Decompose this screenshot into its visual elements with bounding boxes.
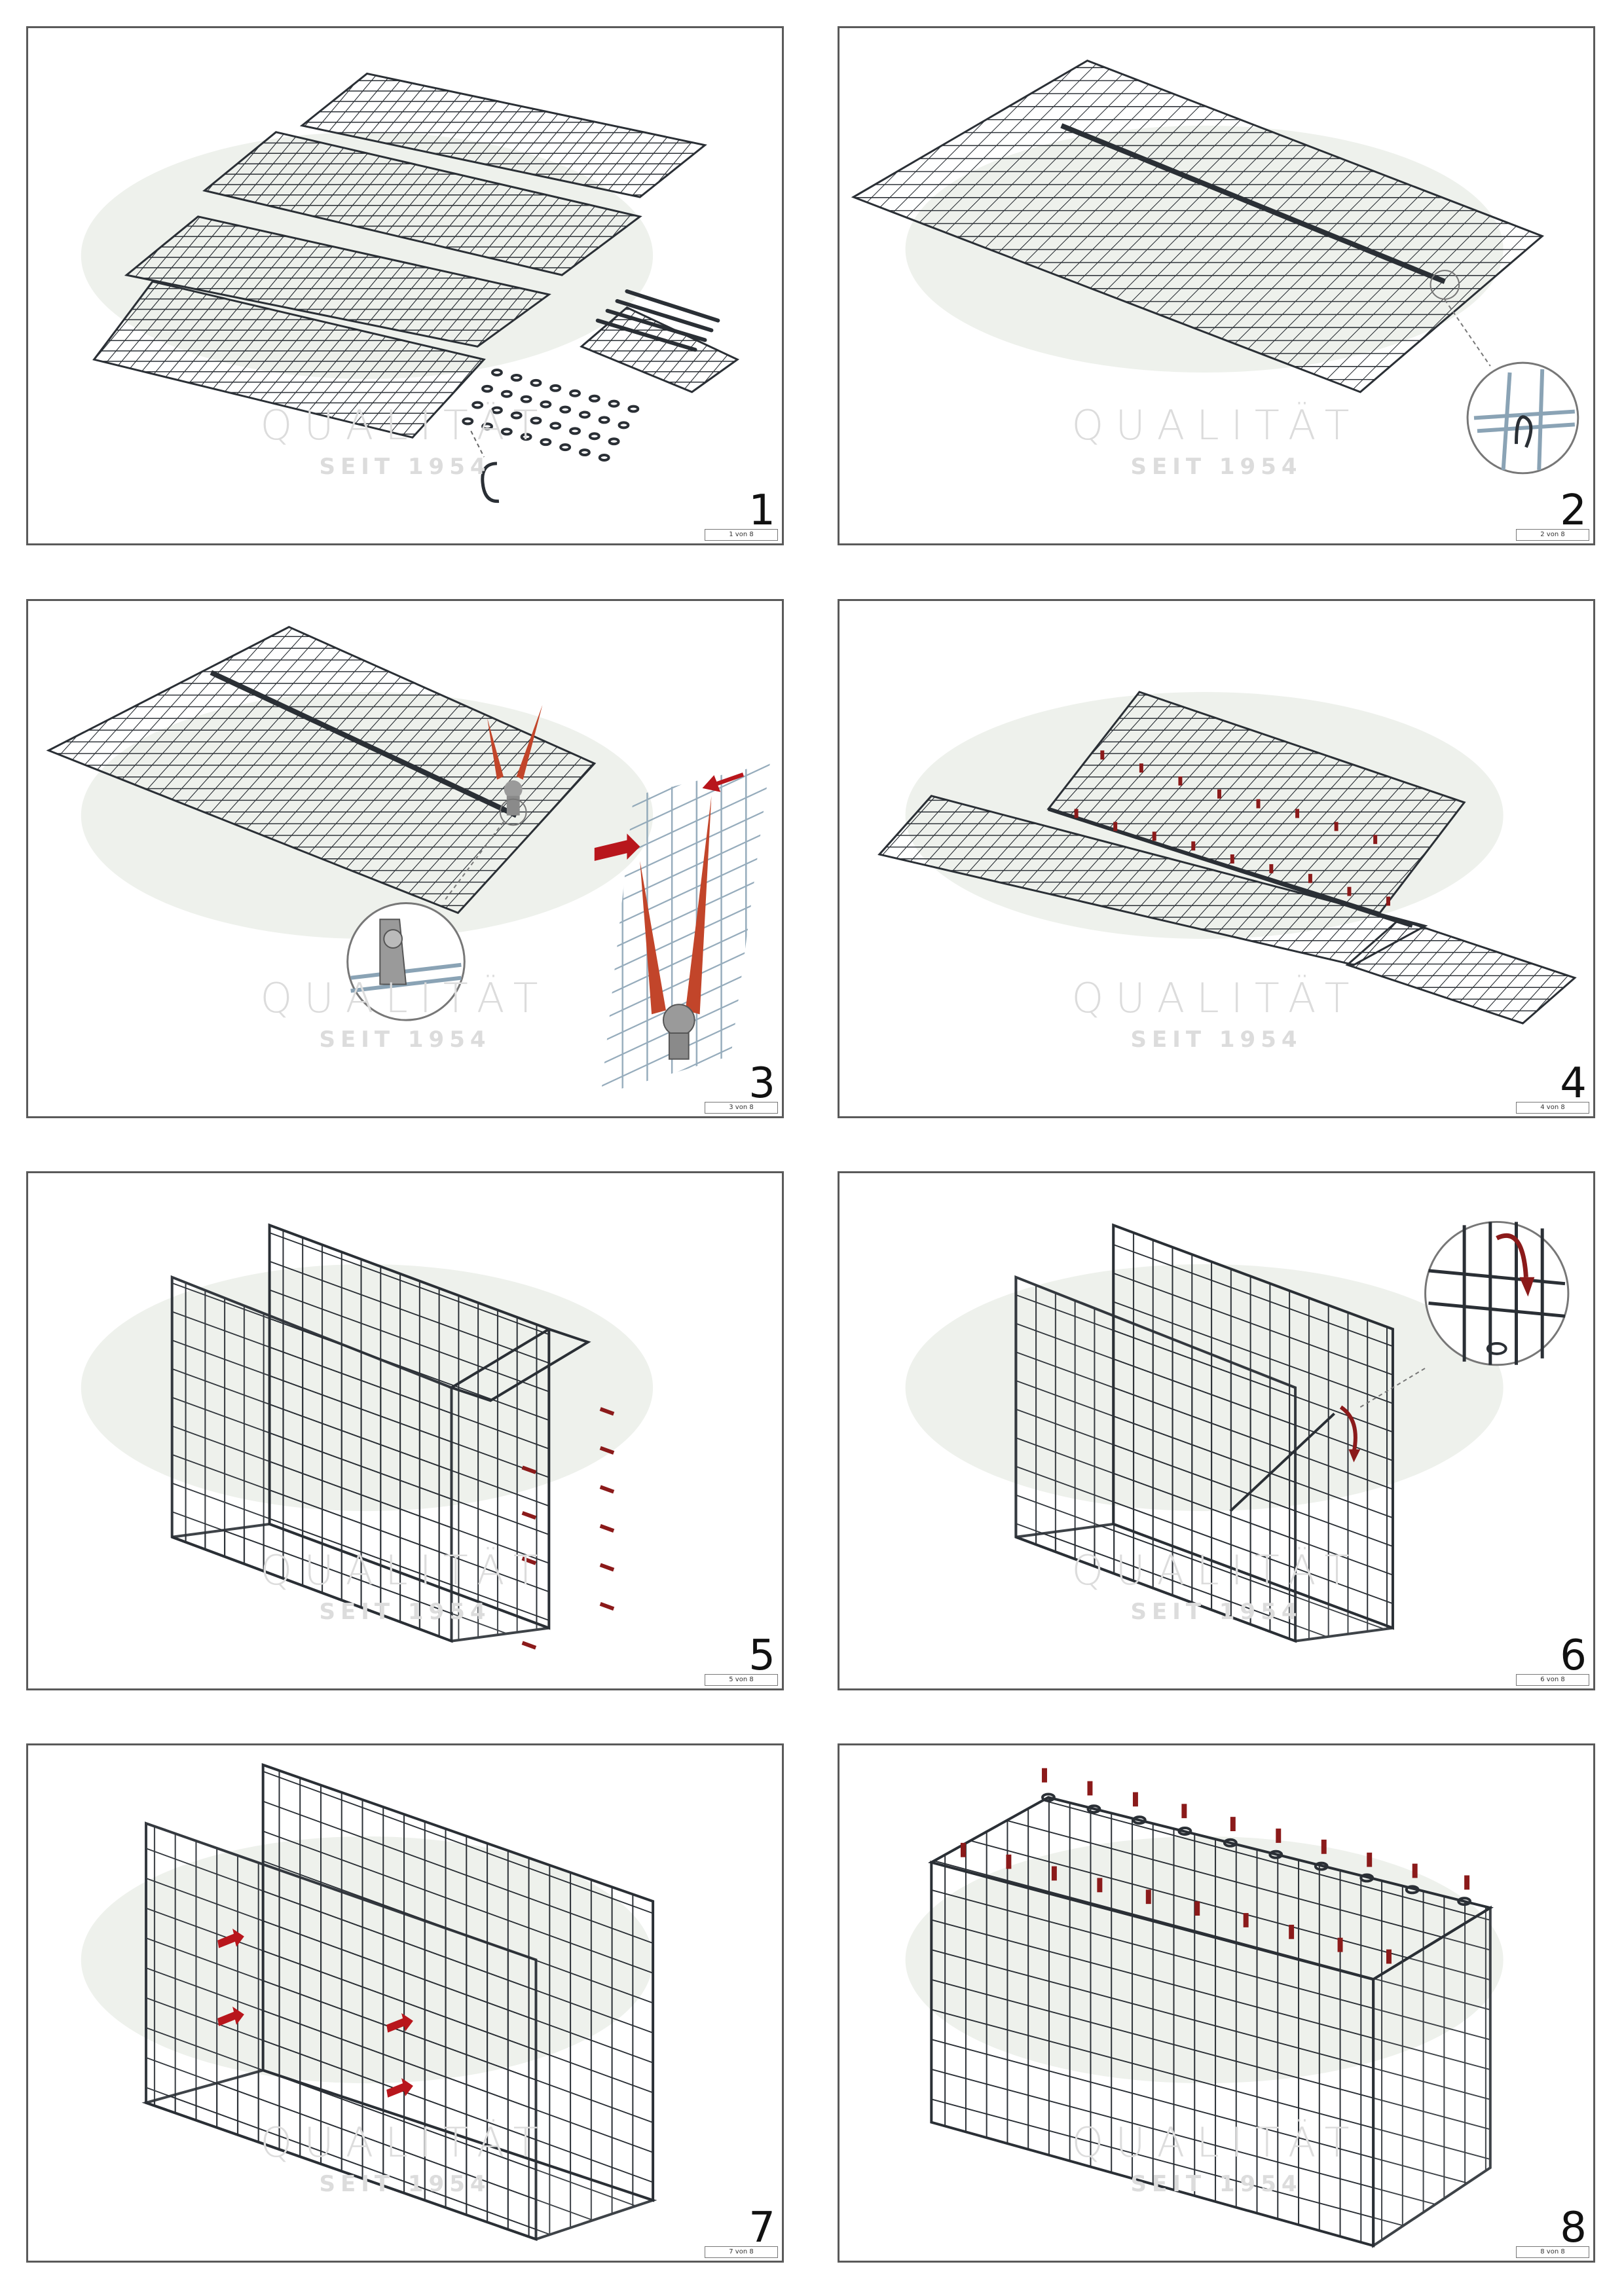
watermark-since: SEIT 1954 <box>1130 454 1302 480</box>
watermark-quality: QUALITÄT <box>1071 401 1361 449</box>
step-number: 1 <box>748 486 775 535</box>
page-label: 2 von 8 <box>1516 529 1589 541</box>
step-1-illustration <box>81 72 740 503</box>
watermark-since: SEIT 1954 <box>1130 1599 1302 1625</box>
page-label: 7 von 8 <box>705 2246 778 2258</box>
watermark-since: SEIT 1954 <box>319 454 491 480</box>
watermark-since: SEIT 1954 <box>319 1027 491 1053</box>
watermark-since: SEIT 1954 <box>319 2171 491 2197</box>
step-5-illustration <box>81 1223 654 1650</box>
step-number: 2 <box>1560 486 1587 535</box>
watermark-quality: QUALITÄT <box>260 401 550 449</box>
step-number: 8 <box>1560 2204 1587 2252</box>
step-number: 4 <box>1560 1059 1587 1108</box>
watermark-quality: QUALITÄT <box>260 974 550 1022</box>
step-4-illustration <box>877 691 1577 1025</box>
step-number: 3 <box>748 1059 775 1108</box>
page-label: 4 von 8 <box>1516 1102 1589 1114</box>
watermark-since: SEIT 1954 <box>1130 1027 1302 1053</box>
page-label: 1 von 8 <box>705 529 778 541</box>
step-panel-6: QUALITÄT SEIT 1954 6 6 von 8 <box>838 1171 1595 1690</box>
page-label: 3 von 8 <box>705 1102 778 1114</box>
step-panel-2: QUALITÄT SEIT 1954 2 2 von 8 <box>838 26 1595 545</box>
step-number: 5 <box>748 1631 775 1680</box>
watermark-quality: QUALITÄT <box>1071 1546 1361 1594</box>
step-7-illustration <box>81 1762 657 2242</box>
watermark-quality: QUALITÄT <box>1071 974 1361 1022</box>
page-label: 8 von 8 <box>1516 2246 1589 2258</box>
watermark-quality: QUALITÄT <box>260 1546 550 1594</box>
step-2-illustration <box>851 59 1579 475</box>
step-8-illustration <box>905 1768 1504 2248</box>
step-panel-4: QUALITÄT SEIT 1954 4 4 von 8 <box>838 599 1595 1118</box>
step-panel-3: QUALITÄT SEIT 1954 3 3 von 8 <box>26 599 784 1118</box>
watermark-quality: QUALITÄT <box>260 2119 550 2166</box>
step-number: 6 <box>1560 1631 1587 1680</box>
step-6-illustration <box>905 1220 1570 1643</box>
step-panel-7: QUALITÄT SEIT 1954 7 7 von 8 <box>26 1743 784 2263</box>
step-panel-8: QUALITÄT SEIT 1954 8 8 von 8 <box>838 1743 1595 2263</box>
step-panel-1: QUALITÄT SEIT 1954 1 1 von 8 <box>26 26 784 545</box>
watermark-since: SEIT 1954 <box>1130 2171 1302 2197</box>
watermark-since: SEIT 1954 <box>319 1599 491 1625</box>
step-panel-5: QUALITÄT SEIT 1954 5 5 von 8 <box>26 1171 784 1690</box>
step-number: 7 <box>748 2204 775 2252</box>
page-label: 6 von 8 <box>1516 1674 1589 1686</box>
step-3-illustration <box>46 626 770 1095</box>
watermark-quality: QUALITÄT <box>1071 2119 1361 2166</box>
page-label: 5 von 8 <box>705 1674 778 1686</box>
